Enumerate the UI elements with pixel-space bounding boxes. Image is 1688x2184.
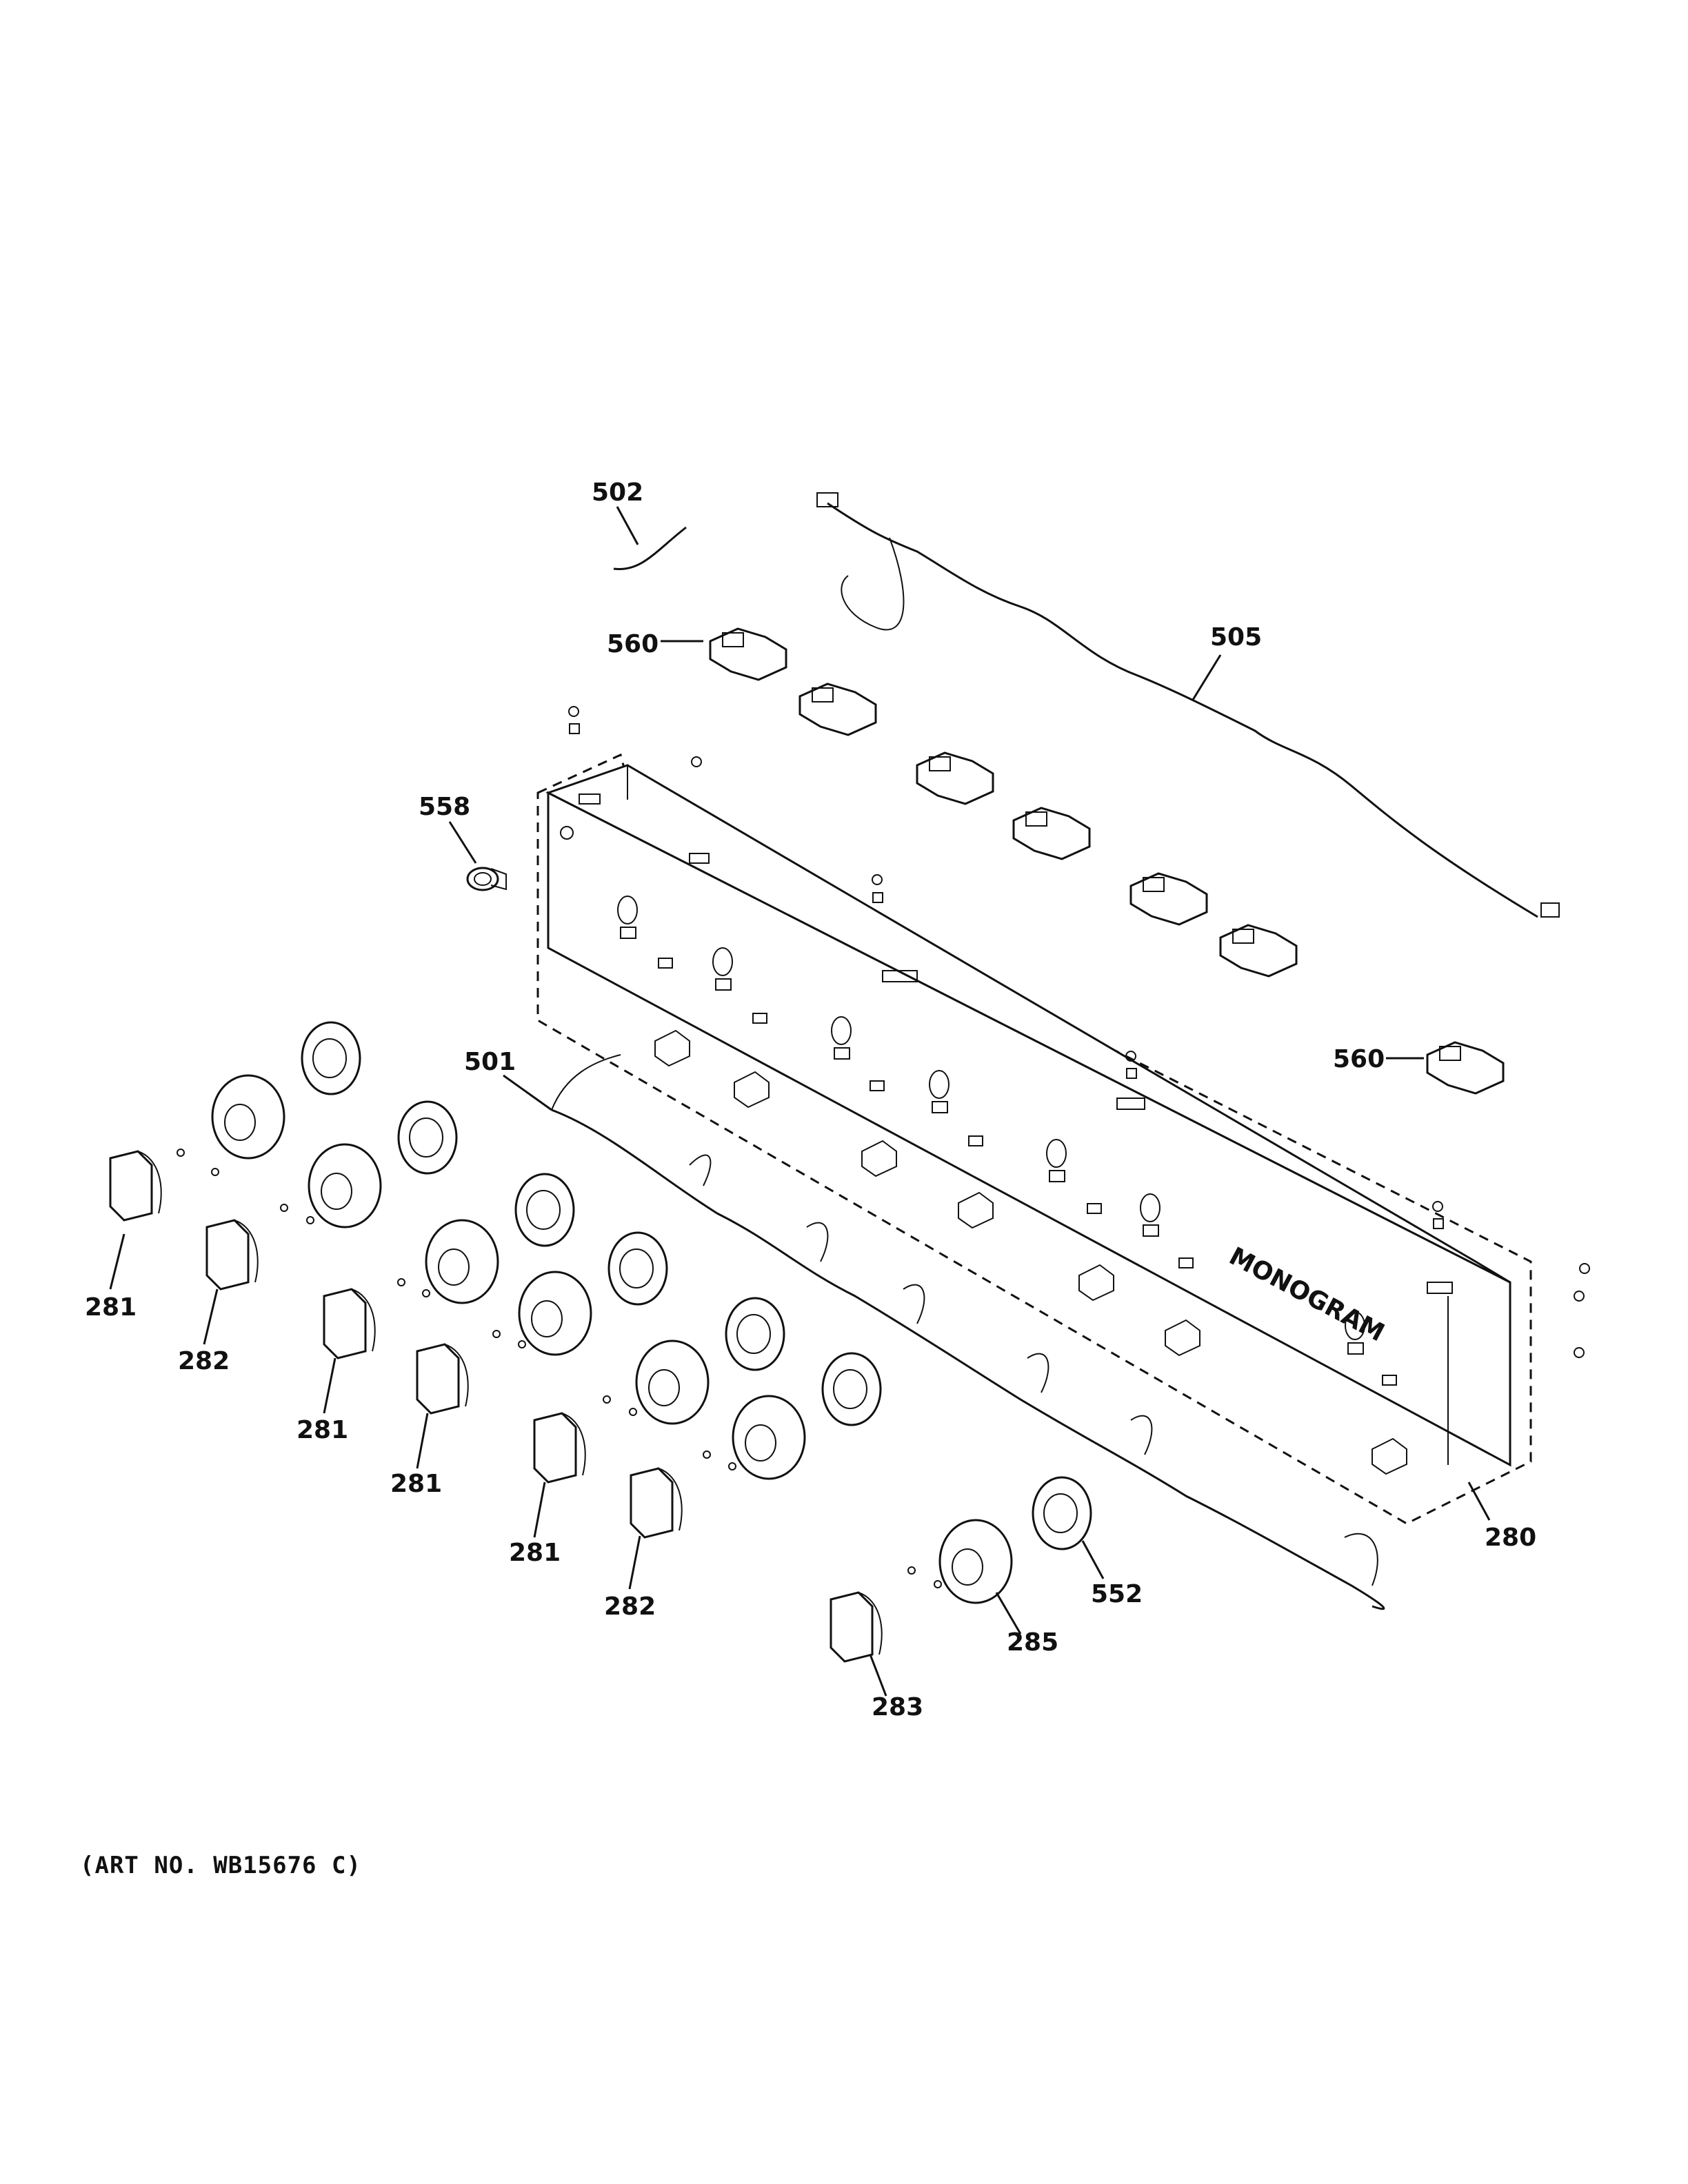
switch-560 [798, 682, 877, 736]
gasket [514, 1173, 575, 1247]
part-label-558: 558 [419, 793, 470, 821]
knob-281 [323, 1288, 376, 1359]
part-label-552: 552 [1091, 1580, 1143, 1608]
part-labels: 502 505 560 560 558 501 280 281 282 281 … [85, 478, 1536, 1721]
part-label-501: 501 [464, 1048, 516, 1076]
wire-harness-505 [827, 502, 1538, 918]
wire-harness-501 [551, 1109, 1385, 1610]
part-label-282: 282 [604, 1593, 656, 1621]
part-label-282: 282 [178, 1347, 230, 1375]
part-label-285: 285 [1007, 1628, 1058, 1657]
part-label-281: 281 [297, 1416, 348, 1444]
gasket-552 [1032, 1476, 1092, 1550]
knob-281 [416, 1343, 469, 1415]
knob-282 [630, 1467, 683, 1539]
bezel [211, 1074, 285, 1160]
part-label-505: 505 [1210, 623, 1262, 651]
switch-560 [1219, 924, 1298, 978]
part-label-502: 502 [592, 478, 643, 507]
gasket [301, 1021, 361, 1095]
switch-560 [1012, 807, 1091, 860]
knob-assemblies [109, 1021, 1092, 1663]
wire-harness-501-branch [551, 1054, 621, 1111]
switch-560 [1129, 872, 1208, 926]
leader-lines [109, 506, 1491, 1697]
button-558 [466, 867, 507, 891]
panel-openings [560, 826, 1397, 1386]
switch-560 [709, 627, 787, 681]
wire-harness-505-branch [841, 537, 905, 631]
wire-502 [613, 526, 687, 571]
switch-560-group [709, 627, 1505, 1095]
bezel-285 [938, 1519, 1013, 1604]
knob-281 [533, 1412, 586, 1484]
knob-283 [830, 1591, 883, 1663]
part-label-283: 283 [872, 1693, 923, 1721]
panel-clips [654, 1029, 1407, 1475]
switch-560 [916, 751, 994, 805]
knob-281 [109, 1150, 162, 1222]
bezel [518, 1271, 592, 1356]
bezel [308, 1143, 382, 1228]
panel-top-slots [579, 793, 1453, 1294]
connector-505-end [1540, 902, 1560, 918]
control-panel: MONOGRAM [536, 753, 1532, 1525]
gasket [397, 1100, 458, 1175]
gasket [607, 1231, 668, 1306]
part-label-281: 281 [390, 1470, 442, 1498]
part-label-281: 281 [509, 1539, 561, 1567]
knob-282 [205, 1219, 259, 1291]
bezel [732, 1395, 806, 1480]
gasket [725, 1297, 785, 1371]
screws [568, 706, 1590, 1358]
part-label-280: 280 [1485, 1524, 1536, 1552]
switch-560 [1426, 1041, 1505, 1095]
bezel [425, 1219, 499, 1304]
part-label-281: 281 [85, 1293, 137, 1322]
art-number: (ART NO. WB15676 C) [80, 1852, 361, 1879]
bezel [635, 1339, 710, 1425]
connector-505-end [816, 492, 838, 507]
gasket [821, 1352, 882, 1426]
knob-screws [177, 1149, 942, 1588]
part-label-560: 560 [607, 630, 659, 658]
part-label-560: 560 [1333, 1045, 1385, 1073]
